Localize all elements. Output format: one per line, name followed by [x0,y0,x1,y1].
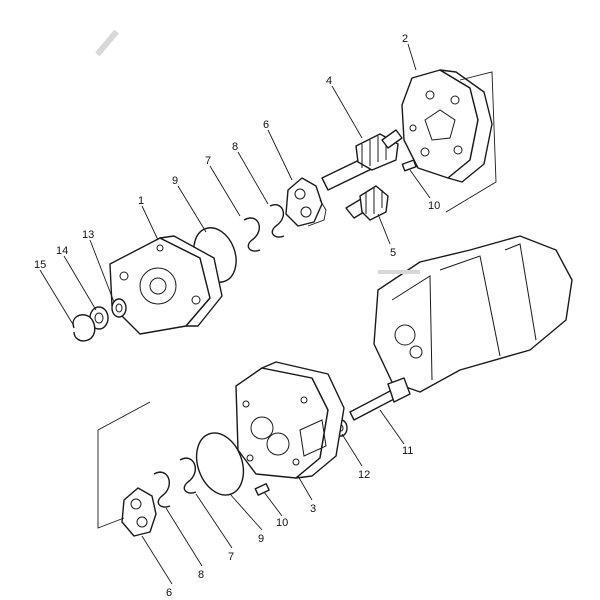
bracket-lines-upper [445,71,497,213]
callout-14: 14 [56,245,68,257]
callout-labels: 2 4 6 8 7 9 1 10 5 13 14 15 11 12 3 10 9… [34,33,440,599]
part-6-bushing-top [285,177,327,227]
part-2-rear-plate [401,69,493,183]
callout-13: 13 [82,229,94,241]
callout-9-top: 9 [172,175,178,187]
callout-6-bottom: 6 [166,587,172,599]
callout-12: 12 [358,469,370,481]
callout-15: 15 [34,259,46,271]
callout-10-top: 10 [428,200,440,212]
part-1-front-cover [109,235,223,335]
part-11-bolt [349,377,411,421]
part-15-snap-ring [72,314,96,342]
part-7-backup-ring-top [243,217,261,252]
assembled-pump [373,235,573,393]
part-3-gear-housing [235,361,345,479]
part-5-driven-gear [345,185,389,221]
part-4-drive-shaft [321,129,403,191]
part-9-oring-bottom [195,432,245,496]
callout-6-top: 6 [263,119,269,131]
part-7-backup-ring-bottom [179,457,197,494]
callout-7-top: 7 [205,155,211,167]
callout-3: 3 [310,503,316,515]
part-8-seal-bottom [153,471,171,508]
callout-5: 5 [390,247,396,259]
callout-8-top: 8 [232,141,238,153]
part-6-bushing-bottom [121,487,157,537]
smudge-mark [95,29,119,57]
callout-10-bottom: 10 [276,517,288,529]
callout-9-bottom: 9 [258,533,264,545]
callout-8-bottom: 8 [198,569,204,581]
bracket-lines-lower [97,401,151,529]
part-8-seal-top [269,204,285,238]
part-10-pin-lower [254,483,270,496]
leader-lines [39,43,431,585]
callout-4: 4 [326,75,332,87]
part-10-pin-upper [401,159,417,172]
callout-11: 11 [402,445,413,457]
part-13-washer [111,298,127,318]
callout-2: 2 [402,33,408,45]
callout-7-bottom: 7 [228,551,234,563]
callout-1: 1 [138,195,144,207]
